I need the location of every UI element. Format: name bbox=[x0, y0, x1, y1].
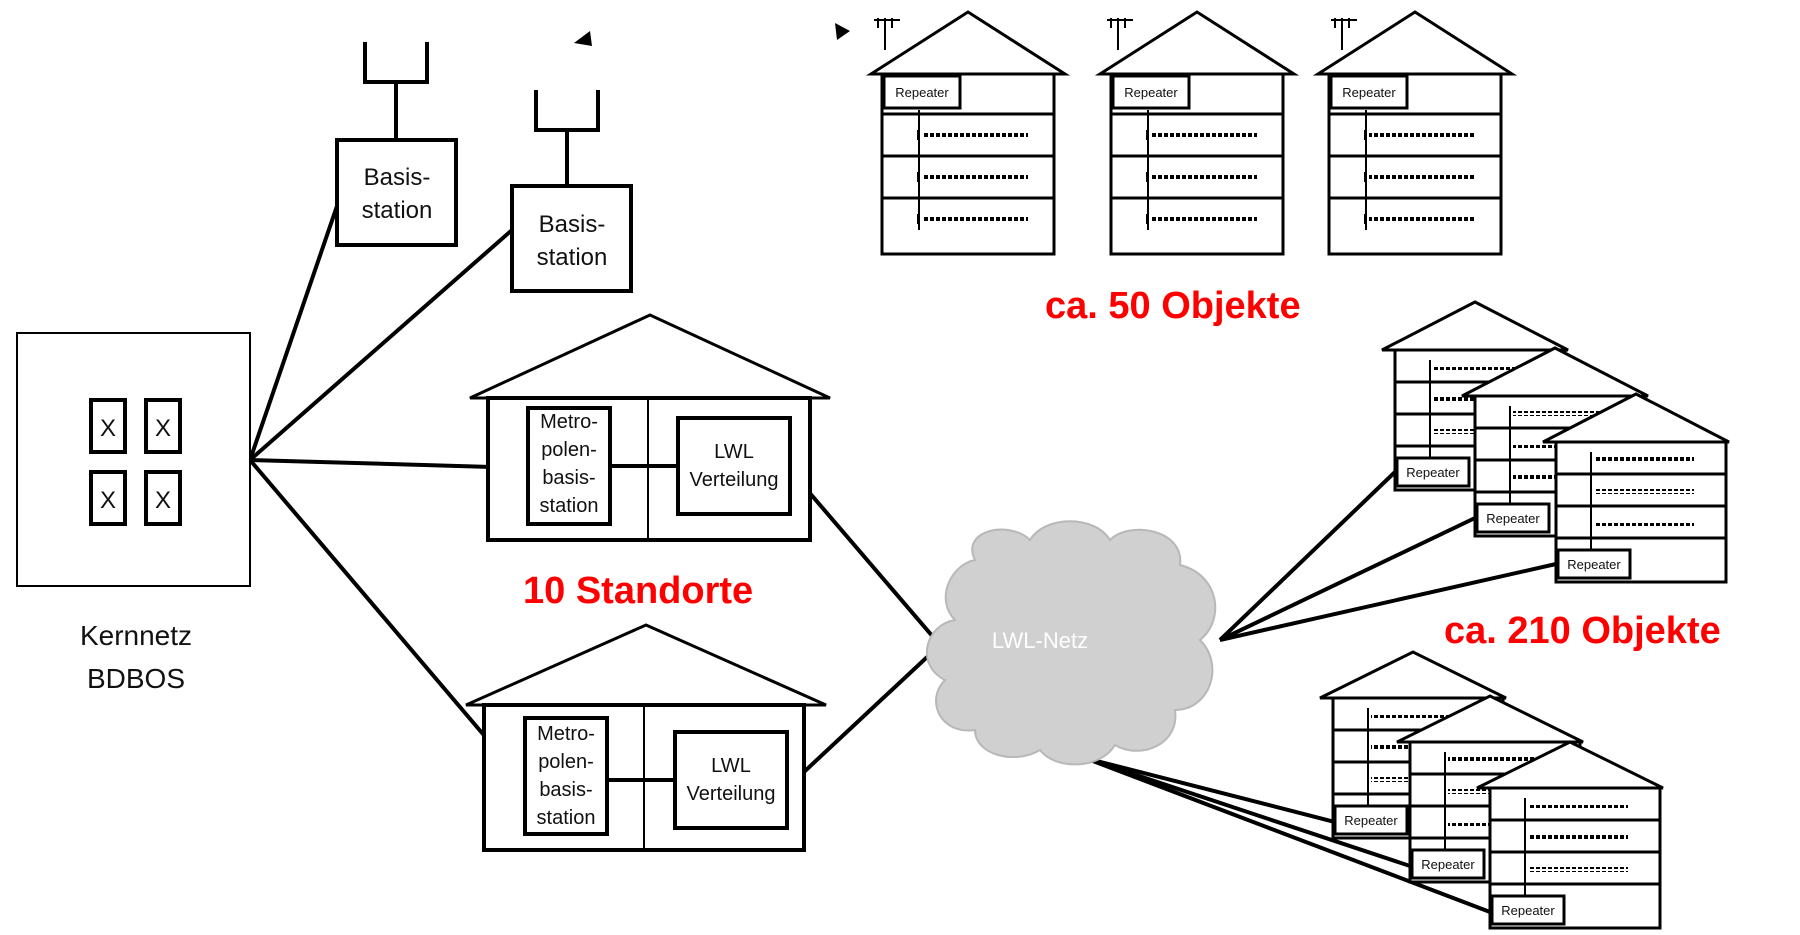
repeater-label: Repeater bbox=[1567, 557, 1621, 572]
arrow-icon bbox=[835, 23, 850, 40]
repeater-box bbox=[1329, 74, 1409, 110]
base-station-2: Basis- station bbox=[510, 90, 633, 293]
antenna-icon bbox=[534, 90, 600, 186]
metro-base-station-box bbox=[523, 716, 609, 836]
link-cloud-fiber-a bbox=[1218, 470, 1397, 642]
base-station-1: Basis- station bbox=[335, 42, 458, 247]
arrow-icon bbox=[574, 31, 592, 46]
house-icon bbox=[1094, 10, 1300, 76]
core-module-mark: X bbox=[155, 487, 171, 514]
metro-label-line1: Metro- bbox=[540, 411, 598, 433]
lwl-label-line1: LWL bbox=[711, 755, 751, 777]
lwl-distribution-box bbox=[673, 730, 789, 830]
repeater-label: Repeater bbox=[1124, 85, 1178, 100]
base-station-box bbox=[335, 138, 458, 247]
base-station-label-line2: station bbox=[362, 197, 433, 224]
link-cloud-fiber-b bbox=[1219, 516, 1476, 642]
metro-label-line1: Metro- bbox=[537, 723, 595, 745]
lwl-label-line1: LWL bbox=[714, 441, 754, 463]
link-cloud-fiber-f bbox=[1084, 756, 1491, 914]
repeater-box bbox=[1111, 74, 1191, 110]
repeater-label: Repeater bbox=[1342, 85, 1396, 100]
metro-label-line4: station bbox=[540, 495, 599, 517]
link-cloud-fiber-c bbox=[1219, 562, 1557, 642]
link-cloud-fiber-e bbox=[1084, 756, 1411, 868]
metro-label-line2: polen- bbox=[538, 751, 594, 773]
core-network-box bbox=[16, 332, 251, 587]
fiber-objects-count: ca. 210 Objekte bbox=[1444, 610, 1721, 652]
repeater-label: Repeater bbox=[1421, 857, 1475, 872]
tower-antenna-icon bbox=[874, 18, 900, 50]
repeater-box bbox=[1395, 456, 1471, 488]
lwl-distribution-box bbox=[676, 416, 792, 516]
core-module-mark: X bbox=[100, 415, 116, 442]
link-cloud-fiber-d bbox=[1084, 756, 1336, 824]
metro-site-1: Metro- polen- basis- station LWL Verteil… bbox=[469, 313, 831, 542]
core-module-mark: X bbox=[155, 415, 171, 442]
metro-label-line3: basis- bbox=[539, 779, 592, 801]
metro-site-2: Metro- polen- basis- station LWL Verteil… bbox=[465, 623, 827, 852]
house-icon bbox=[1319, 650, 1507, 700]
lwl-network-label: LWL-Netz bbox=[992, 628, 1088, 653]
lwl-label-line2: Verteilung bbox=[687, 783, 776, 805]
link-core-bs2 bbox=[248, 228, 514, 462]
repeater-box bbox=[1490, 894, 1566, 926]
connection-lines bbox=[248, 205, 1557, 914]
fiber-object-building: Repeater bbox=[1476, 740, 1664, 930]
fiber-object-building: Repeater bbox=[1542, 392, 1730, 584]
metro-sites-count: 10 Standorte bbox=[523, 570, 753, 612]
house-icon bbox=[1381, 300, 1569, 352]
core-module-mark: X bbox=[100, 487, 116, 514]
repeater-box bbox=[1333, 804, 1409, 836]
link-core-metro2 bbox=[248, 458, 530, 789]
base-station-label-line1: Basis- bbox=[364, 164, 431, 191]
tower-antenna-icon bbox=[1107, 18, 1133, 50]
link-lwl2-cloud bbox=[788, 643, 942, 787]
metro-base-station-box bbox=[526, 406, 612, 526]
repeater-box bbox=[882, 74, 962, 110]
tower-antenna-icon bbox=[1331, 18, 1357, 50]
link-core-metro1 bbox=[249, 458, 529, 470]
repeater-label: Repeater bbox=[1501, 903, 1555, 918]
house-icon bbox=[865, 10, 1071, 76]
repeater-label: Repeater bbox=[1344, 813, 1398, 828]
lwl-label-line2: Verteilung bbox=[690, 469, 779, 491]
house-icon bbox=[469, 313, 831, 400]
lwl-network-cloud bbox=[926, 520, 1217, 766]
metro-label-line2: polen- bbox=[541, 439, 597, 461]
repeater-box bbox=[1410, 848, 1486, 880]
fiber-objects-group-b: Repeater Repeater Repeater bbox=[1319, 650, 1664, 930]
core-network: X X X X Kernnetz BDBOS bbox=[16, 332, 251, 694]
repeater-label: Repeater bbox=[895, 85, 949, 100]
repeater-label: Repeater bbox=[1486, 511, 1540, 526]
metro-label-line3: basis- bbox=[542, 467, 595, 489]
base-station-label-line2: station bbox=[537, 244, 608, 271]
antenna-icon bbox=[363, 42, 429, 140]
radio-objects-count: ca. 50 Objekte bbox=[1045, 285, 1301, 327]
metro-label-line4: station bbox=[537, 807, 596, 829]
core-label-line2: BDBOS bbox=[87, 663, 185, 694]
repeater-box bbox=[1475, 502, 1551, 534]
radio-object-building: Repeater bbox=[865, 10, 1071, 256]
core-label-line1: Kernnetz bbox=[80, 620, 192, 651]
radio-object-building: Repeater bbox=[1312, 10, 1518, 256]
base-station-label-line1: Basis- bbox=[539, 211, 606, 238]
link-lwl1-cloud bbox=[788, 468, 942, 647]
repeater-box bbox=[1556, 548, 1632, 580]
house-icon bbox=[1312, 10, 1518, 76]
core-modules bbox=[89, 398, 182, 526]
fiber-objects-group-a: Repeater Repeater Repeater bbox=[1381, 300, 1730, 584]
radio-object-building: Repeater bbox=[1094, 10, 1300, 256]
cloud-icon: LWL-Netz bbox=[926, 520, 1217, 766]
radio-objects-group: Repeater Repeater bbox=[865, 10, 1518, 256]
base-station-box bbox=[510, 184, 633, 293]
link-core-bs1 bbox=[248, 205, 339, 461]
house-icon bbox=[465, 623, 827, 707]
repeater-label: Repeater bbox=[1406, 465, 1460, 480]
